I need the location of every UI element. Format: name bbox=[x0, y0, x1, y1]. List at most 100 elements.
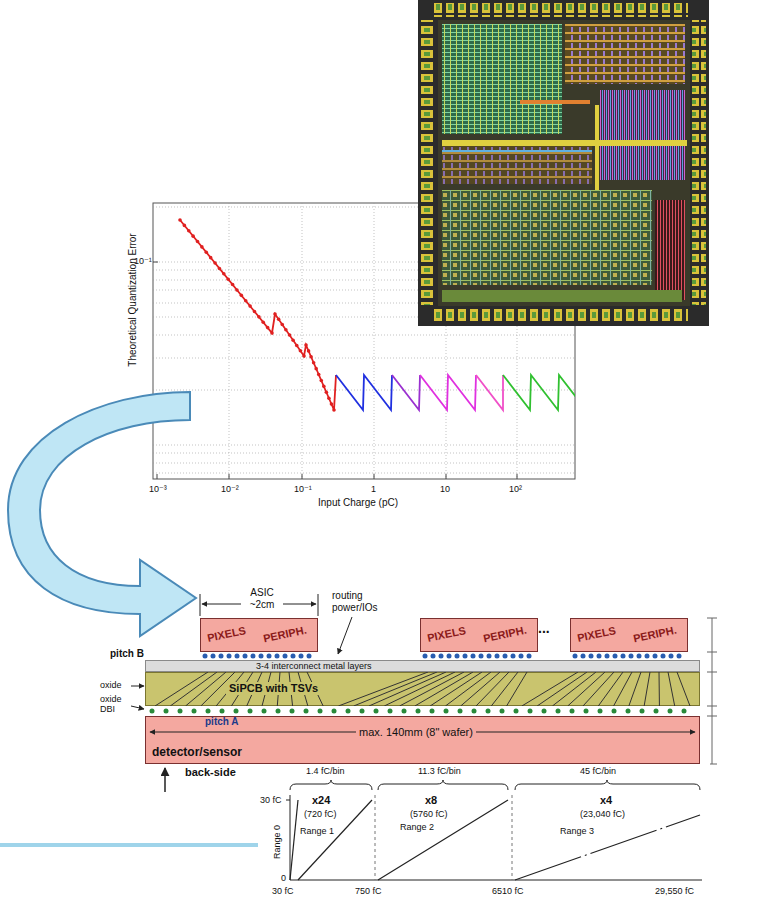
chip-layout-photo bbox=[520, 100, 590, 104]
node-text: PERIPH. bbox=[632, 624, 678, 646]
bump-bond bbox=[150, 709, 155, 714]
bump-bond bbox=[220, 709, 225, 714]
node-text: PERIPH. bbox=[262, 624, 308, 646]
cross-section-annotation bbox=[131, 594, 717, 792]
bump-bond bbox=[276, 709, 281, 714]
chip-layout-photo bbox=[418, 0, 709, 326]
node-text: SiPCB with TSVs bbox=[226, 682, 321, 695]
error-curve bbox=[187, 229, 191, 233]
range-max: (720 fC) bbox=[304, 809, 337, 819]
bump-bond bbox=[503, 654, 508, 659]
axis-tick bbox=[517, 474, 518, 479]
error-curve bbox=[240, 294, 244, 298]
axis-value: 30 fC bbox=[272, 886, 294, 896]
bump-bond bbox=[584, 709, 589, 714]
through-silicon-via bbox=[629, 672, 641, 706]
ellipsis: ... bbox=[538, 620, 550, 636]
bump-bond bbox=[235, 654, 240, 659]
gain-label: x4 bbox=[600, 794, 612, 807]
error-curve bbox=[178, 218, 182, 222]
error-curve bbox=[253, 310, 257, 314]
error-curve bbox=[248, 304, 252, 308]
error-curve bbox=[307, 349, 311, 353]
bump-bond bbox=[234, 709, 239, 714]
error-curve bbox=[304, 343, 308, 347]
bump-bond bbox=[626, 709, 631, 714]
range-label: Range 1 bbox=[300, 826, 334, 836]
range-brace bbox=[290, 780, 700, 790]
error-curve bbox=[191, 234, 195, 238]
grid-line bbox=[153, 473, 575, 474]
axis-tick bbox=[446, 474, 447, 479]
bump-bond bbox=[178, 709, 183, 714]
bump-bond bbox=[431, 654, 436, 659]
through-silicon-via bbox=[552, 672, 596, 706]
node-text: PIXELS bbox=[426, 624, 467, 645]
error-curve bbox=[277, 317, 281, 321]
bump-bond bbox=[283, 654, 288, 659]
bump-bond bbox=[528, 709, 533, 714]
bump-bond bbox=[661, 654, 666, 659]
chip-layout-photo bbox=[442, 150, 592, 152]
axis-title: Theoretical Quantization Error bbox=[127, 233, 139, 366]
bump-bond bbox=[203, 654, 208, 659]
grid-line bbox=[229, 203, 230, 479]
bump-bond bbox=[605, 654, 610, 659]
chip-layout-photo bbox=[442, 140, 687, 146]
bump-bond bbox=[304, 709, 309, 714]
bump-bond bbox=[500, 709, 505, 714]
error-curve bbox=[503, 375, 575, 410]
error-curve bbox=[196, 240, 200, 244]
bump-bond bbox=[487, 654, 492, 659]
axis-tick bbox=[229, 474, 230, 479]
cross-section-annotation bbox=[200, 594, 201, 616]
error-curve bbox=[209, 256, 213, 260]
error-curve bbox=[273, 312, 277, 316]
chip-layout-photo bbox=[442, 140, 592, 184]
cross-section-annotation bbox=[707, 652, 717, 653]
bump-bond bbox=[682, 709, 687, 714]
bump-bond bbox=[637, 654, 642, 659]
error-curve bbox=[312, 361, 316, 365]
error-curve bbox=[420, 375, 476, 410]
bump-bond bbox=[653, 654, 658, 659]
through-silicon-via bbox=[598, 672, 623, 706]
node-text: detector/sensor bbox=[152, 745, 242, 759]
bump-bond bbox=[291, 654, 296, 659]
range-brace bbox=[378, 780, 508, 790]
cross-section-annotation bbox=[707, 672, 717, 673]
asic-chip: PIXELSPERIPH. bbox=[420, 618, 538, 652]
bump-bond bbox=[423, 654, 428, 659]
interconnect-layer: 3-4 interconnect metal layers bbox=[145, 660, 700, 672]
through-silicon-via bbox=[659, 672, 660, 706]
grid-line bbox=[153, 453, 575, 454]
chip-layout-photo bbox=[438, 20, 690, 306]
cross-section-annotation bbox=[131, 706, 144, 709]
bump-bond bbox=[519, 654, 524, 659]
range-line bbox=[298, 800, 372, 880]
gain-label: x8 bbox=[425, 794, 437, 807]
chip-layout-photo bbox=[442, 24, 562, 134]
error-curve bbox=[309, 355, 313, 359]
error-curve bbox=[218, 267, 222, 271]
chip-layout-photo bbox=[692, 20, 706, 305]
chip-layout-photo bbox=[430, 3, 688, 17]
error-curve bbox=[183, 224, 187, 228]
bin-label: 1.4 fC/bin bbox=[306, 766, 345, 776]
cross-section-annotation bbox=[202, 604, 241, 605]
bump-bond bbox=[402, 709, 407, 714]
bump-bond bbox=[486, 709, 491, 714]
silicon-pcb-layer: SiPCB with TSVs bbox=[145, 672, 700, 706]
bump-bond bbox=[192, 709, 197, 714]
through-silicon-via bbox=[430, 672, 482, 706]
bump-bond bbox=[573, 654, 578, 659]
pitch-label: pitch A bbox=[205, 716, 239, 728]
bump-bond bbox=[259, 654, 264, 659]
axis-tick bbox=[374, 474, 375, 479]
error-curve bbox=[226, 277, 230, 281]
error-curve bbox=[327, 396, 331, 400]
bump-bond bbox=[598, 709, 603, 714]
through-silicon-via bbox=[491, 672, 518, 706]
cross-section-annotation bbox=[707, 706, 717, 707]
